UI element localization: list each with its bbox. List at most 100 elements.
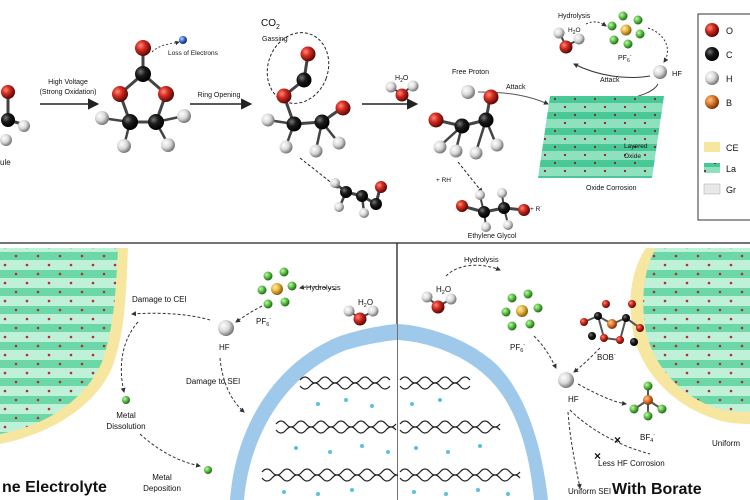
lithium-ions-right [410,398,510,496]
bob-molecule [580,300,644,346]
less-hf-arrow [569,409,651,455]
legend: O C H B CE La Gr [697,13,750,221]
hf-label-right: HF [568,395,579,404]
damage-cei-arrow [131,311,211,321]
water-molecule-right [421,291,457,314]
damage-sei-arrow [219,357,245,413]
pf6-molecule-left [257,267,297,309]
ec-ring-molecule [95,40,191,153]
water-molecule-left [343,305,379,326]
metal-ion-deposition-icon [204,466,212,474]
oxide-corrosion-label: Oxide Corrosion [586,185,637,192]
layered-oxide-label-2: Oxide [624,153,641,160]
graphite-layers-left [261,376,403,482]
co2-label: CO2 [261,18,280,31]
metal-ion-dissolution-icon [122,396,130,404]
graphite-layers-right [399,376,521,482]
ethylene-glycol-label: Ethylene Glycol [468,233,517,240]
r-plus-label: + R· [530,204,542,213]
water-molecule-cycle [553,27,585,54]
attack-label-2: Attack [600,77,620,84]
free-proton-label: Free Proton [452,69,489,76]
blocked-x-icon-2: × [594,449,601,463]
top-reaction-scheme: ule High Voltage (Strong Oxidation) [0,11,750,240]
legend-label-b: B [726,98,732,108]
legend-graphite-swatch [703,183,721,195]
rh-plus-label: + RH· [436,175,453,184]
anode-particle-right [398,340,534,500]
hf-label-left: HF [219,343,230,352]
legend-cei-swatch [704,142,720,152]
pf6-molecule-top [607,11,645,49]
bottom-right-title: With Borate [612,481,702,498]
hf-icon-left [218,320,234,336]
h2o-label-right: H2O [436,285,451,296]
high-voltage-label: High Voltage [48,79,88,86]
less-hf-corrosion-label: Less HF Corrosion [598,459,665,468]
legend-label-h: H [726,74,733,84]
legend-boron-icon [705,95,719,109]
loss-of-electrons-label: Loss of Electrons [168,50,219,57]
metal-deposition-label-1: Metal [152,473,172,482]
legend-layered-swatch [704,163,720,173]
bf4-label: BF4- [640,432,655,444]
cathode-particle-left [0,248,118,434]
protonated-intermediate [428,89,504,160]
bottom-right-panel: H2O Hydrolysis PF6- [398,248,750,500]
arrow-to-ethylene-glycol [457,161,483,193]
legend-label-la: La [726,164,736,174]
pf6-label-right: PF6- [510,342,525,354]
blocked-x-icon-1: × [614,433,621,447]
cei-to-dissolution-arrow [120,321,139,393]
free-proton-icon [461,85,475,99]
damage-cei-label: Damage to CEI [132,295,187,304]
uniform-sei-label: Uniform SEI [568,487,611,496]
ring-opening-label: Ring Opening [198,92,241,99]
molecule-label-partial: ule [0,158,11,167]
hydrolysis-arrow-top [585,21,607,27]
metal-dissolution-label-2: Dissolution [106,422,145,431]
electron-icon [179,36,187,44]
legend-label-c: C [726,50,733,60]
gassing-label: Gassing [262,36,288,43]
hydrolysis-arrow-right [445,264,501,277]
bob-to-hf-arrow [573,347,601,373]
pf6-to-hf-arrow-left [235,305,263,323]
ring-opened-molecule [261,46,351,158]
pf6-label-left: PF6- [256,316,271,328]
hf-label-top: HF [672,69,682,78]
damage-sei-label: Damage to SEI [186,377,240,386]
legend-label-ce: CE [726,143,739,153]
hydrolysis-label-top: Hydrolysis [558,13,591,20]
h2o-label-top: H2O [395,75,409,84]
lithium-ions-left [282,398,390,496]
ec-molecule-partial [0,85,30,146]
attack-label-1: Attack [506,84,526,91]
water-molecule-top [385,80,419,102]
metal-deposition-label-2: Deposition [143,484,181,493]
metal-dissolution-label-1: Metal [116,411,136,420]
hf-icon-top [653,65,667,79]
h2o-label-left: H2O [358,298,373,309]
hf-to-bf4-arrow [577,383,627,406]
bottom-left-panel: Damage to CEI Metal Dissolution Metal De… [0,248,403,500]
legend-label-gr: Gr [726,185,736,195]
hf-icon-right [558,372,574,388]
layered-oxide-label-1: Layered [624,143,648,150]
uniform-sei-arrow [567,411,582,489]
dissolution-to-deposition-arrow [139,433,201,468]
h2o-label-cycle: H2O [568,27,581,36]
anode-particle-left [244,340,397,500]
legend-hydrogen-icon [705,71,719,85]
layered-oxide-block [538,96,664,178]
legend-label-o: O [726,26,733,36]
hydrolysis-label-right: Hydrolysis [464,255,499,264]
pf6-label-top: PF6- [618,53,632,64]
side-product-molecule [330,178,387,218]
uniform-label-right: Uniform [712,439,740,448]
legend-carbon-icon [705,47,719,61]
pf6-to-hf-arrow-right [533,335,557,369]
ethylene-glycol-molecule [456,188,530,232]
bottom-left-title: ne Electrolyte [2,479,107,496]
